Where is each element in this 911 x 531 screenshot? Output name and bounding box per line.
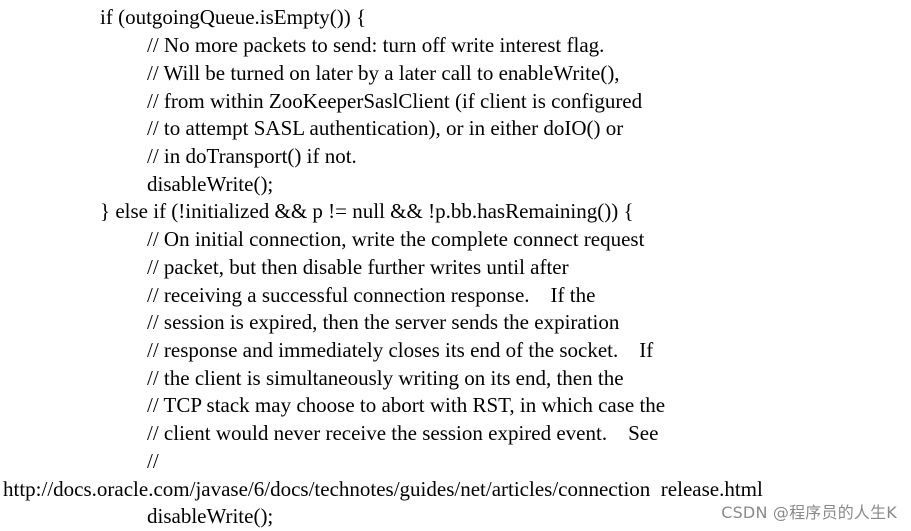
watermark: CSDN @程序员的人生K <box>721 503 897 522</box>
code-line-6: // in doTransport() if not. <box>147 144 357 168</box>
code-line-17: // <box>147 449 159 473</box>
code-line-9: // On initial connection, write the comp… <box>147 227 645 251</box>
code-line-12: // session is expired, then the server s… <box>147 310 620 334</box>
code-line-4: // from within ZooKeeperSaslClient (if c… <box>147 89 643 113</box>
code-line-11: // receiving a successful connection res… <box>147 283 596 307</box>
code-line-1: if (outgoingQueue.isEmpty()) { <box>100 5 367 29</box>
code-line-15: // TCP stack may choose to abort with RS… <box>147 393 666 417</box>
code-line-url: http://docs.oracle.com/javase/6/docs/tec… <box>3 477 763 501</box>
code-line-14: // the client is simultaneously writing … <box>147 366 624 390</box>
code-line-5: // to attempt SASL authentication), or i… <box>147 116 624 140</box>
code-line-7: disableWrite(); <box>147 172 274 196</box>
code-line-16: // client would never receive the sessio… <box>147 421 659 445</box>
code-line-3: // Will be turned on later by a later ca… <box>147 61 620 85</box>
code-line-19: disableWrite(); <box>147 504 274 528</box>
code-line-13: // response and immediately closes its e… <box>147 338 654 362</box>
code-line-10: // packet, but then disable further writ… <box>147 255 569 279</box>
code-line-8: } else if (!initialized && p != null && … <box>100 199 634 223</box>
code-line-2: // No more packets to send: turn off wri… <box>147 33 605 57</box>
